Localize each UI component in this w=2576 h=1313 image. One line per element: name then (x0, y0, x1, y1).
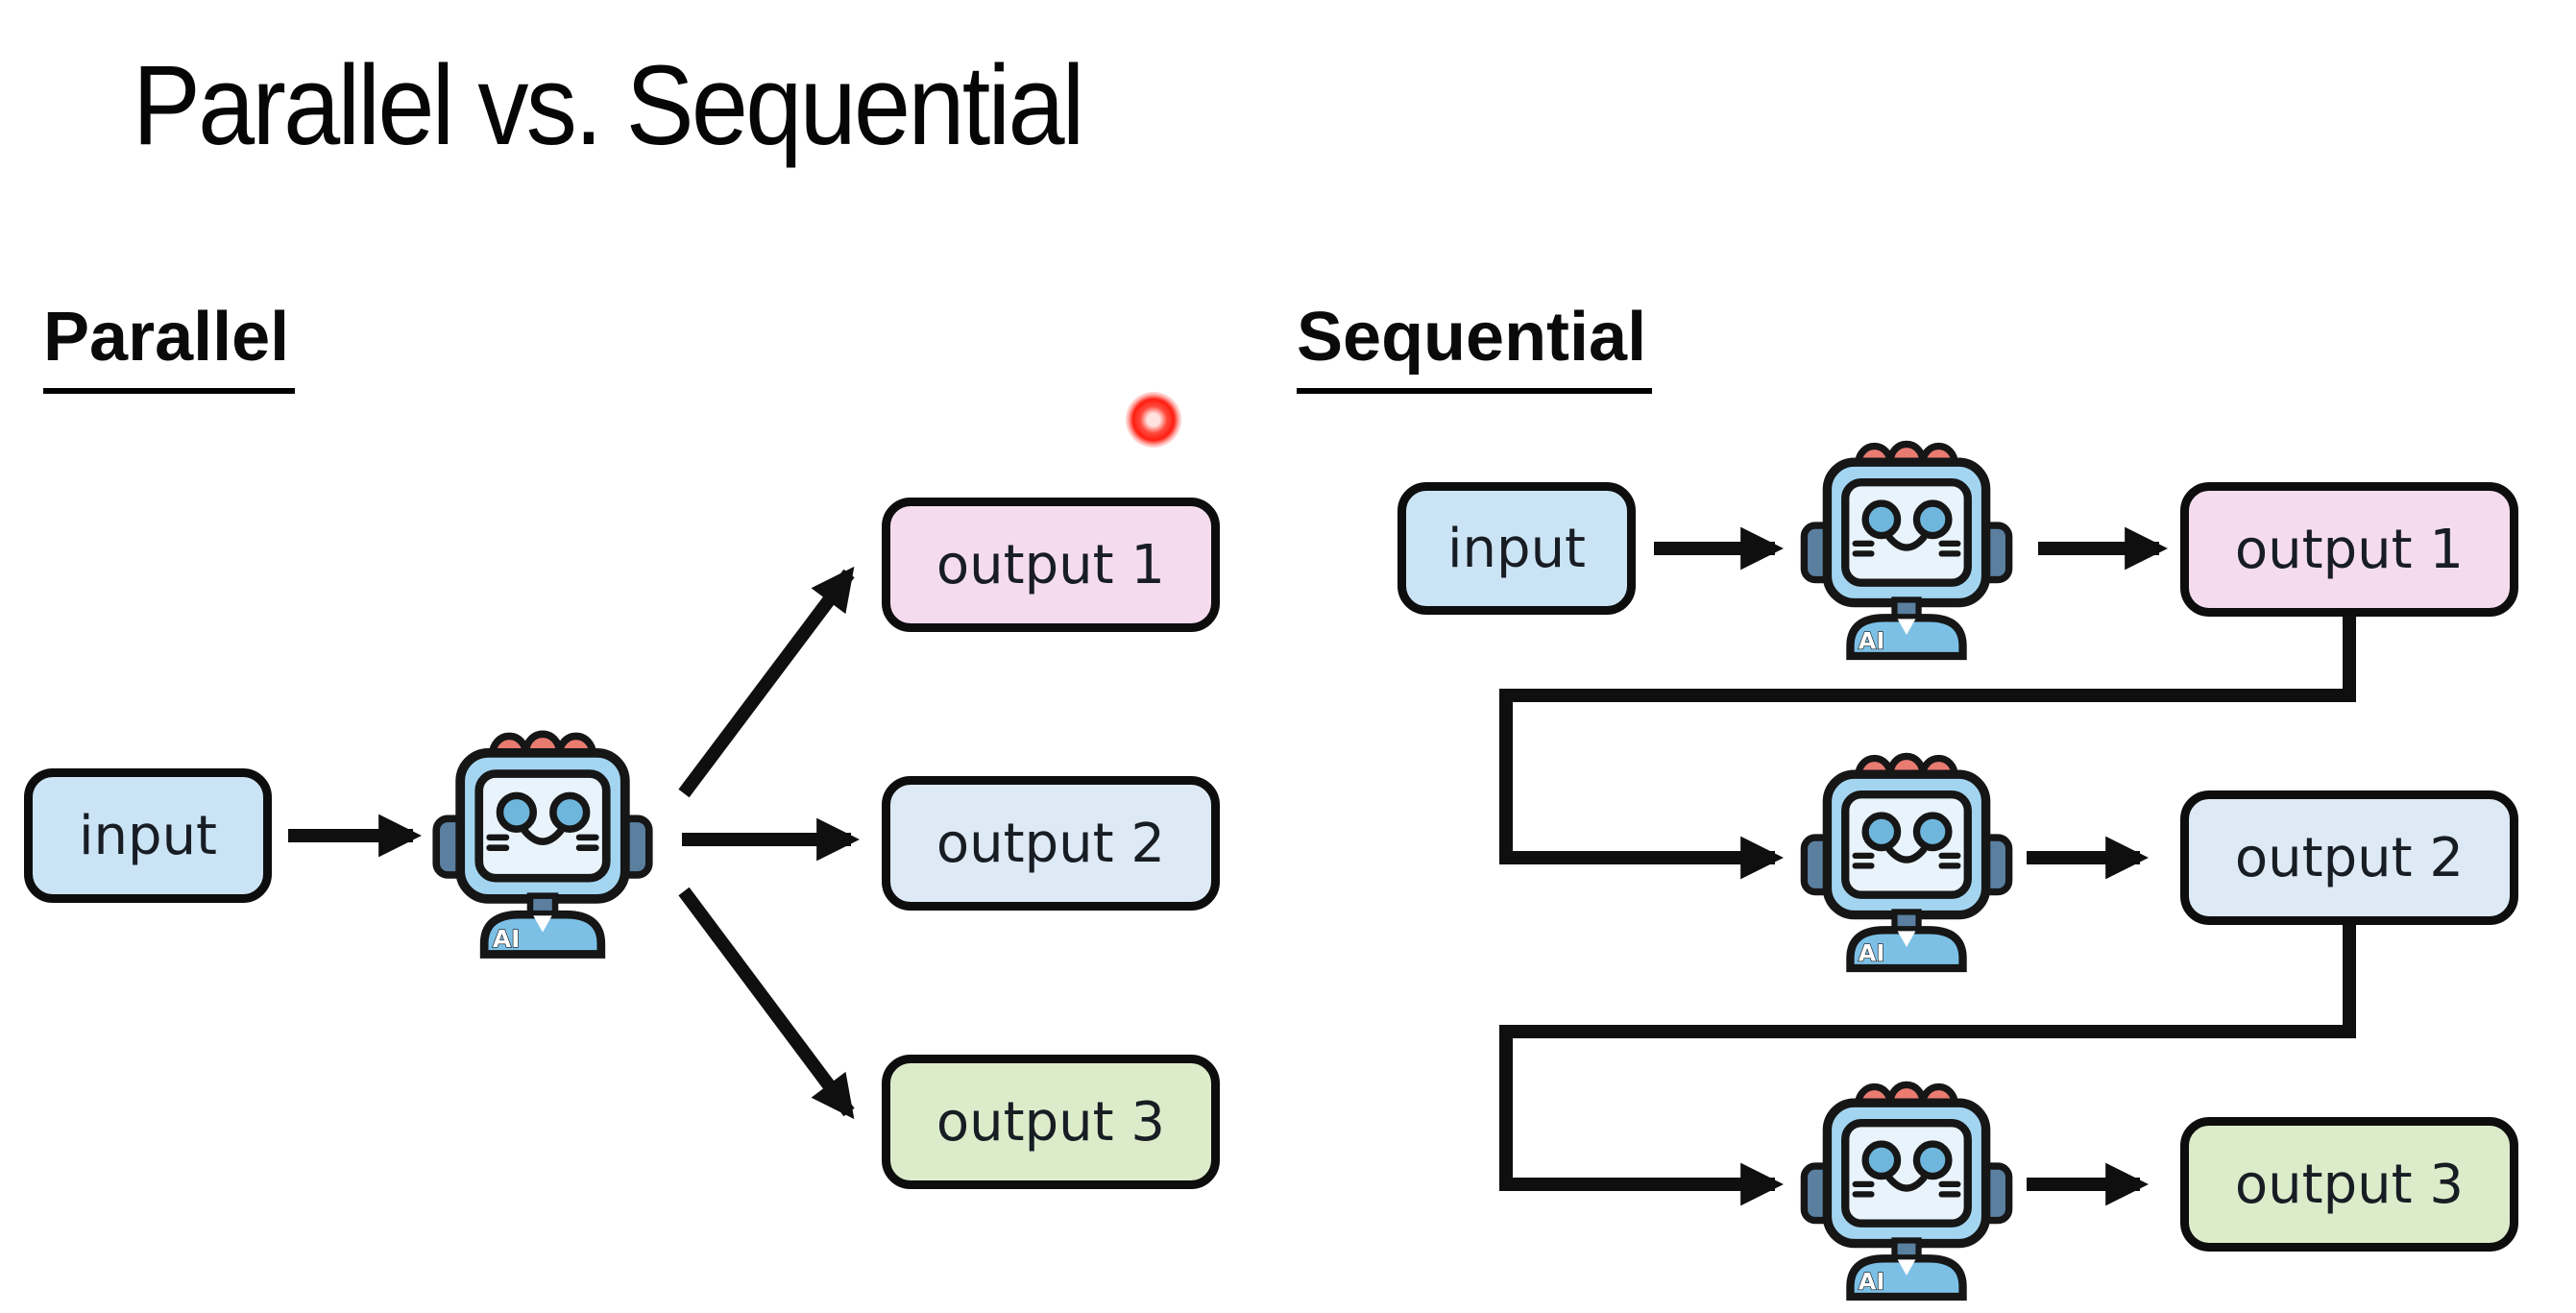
sequential-output-3-box: output 3 (2180, 1117, 2518, 1252)
arrow-parallel-robot-to-output-1 (678, 566, 855, 798)
parallel-input-box: input (24, 768, 272, 903)
elbow-output-1-to-robot-2 (1499, 615, 2356, 880)
parallel-output-2-box: output 2 (882, 776, 1220, 911)
parallel-output-1-box: output 1 (882, 498, 1220, 632)
arrow-parallel-robot-to-output-3 (678, 887, 855, 1120)
sequential-input-box: input (1397, 482, 1636, 615)
parallel-output-3-box: output 3 (882, 1055, 1220, 1189)
sequential-heading: Sequential (1297, 298, 1653, 394)
ai-robot-icon-sequential-3 (1804, 1084, 2008, 1297)
ai-robot-icon-sequential-1 (1804, 444, 2008, 656)
elbow-output-2-to-robot-3 (1499, 923, 2356, 1206)
laser-pointer-dot (1126, 392, 1181, 448)
sequential-output-2-box: output 2 (2180, 790, 2518, 925)
ai-robot-icon-parallel (436, 734, 649, 954)
ai-robot-icon-sequential-2 (1804, 756, 2008, 968)
sequential-output-1-box: output 1 (2180, 482, 2518, 617)
page-title: Parallel vs. Sequential (133, 42, 1084, 169)
parallel-heading: Parallel (43, 298, 296, 394)
